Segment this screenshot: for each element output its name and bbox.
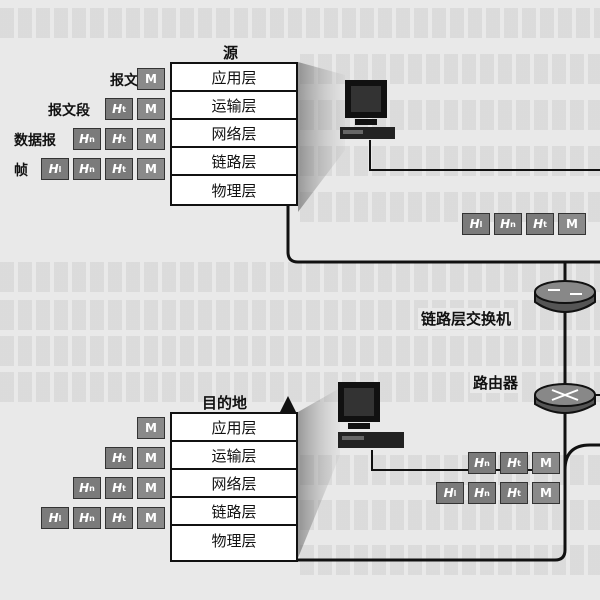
dest-layer-link: 链路层 [172,498,296,526]
src-dg-m: M [137,128,165,150]
source-computer-icon [340,80,395,139]
source-layer-physical: 物理层 [211,181,257,200]
packet-label-frame: 帧 [14,163,28,179]
switch-label: 链路层交换机 [418,308,515,329]
source-layer-link: 链路层 [172,148,296,176]
source-protocol-stack: 应用层 运输层 网络层 链路层 物理层 [170,62,298,206]
source-layer-application: 应用层 [172,64,296,92]
arrow-up-icon [280,396,296,412]
source-title: 源 [223,44,239,62]
dst-fr-m: M [137,507,165,529]
destination-title: 目的地 [202,394,248,412]
destination-return-line [297,443,600,562]
router-label: 路由器 [470,372,522,393]
dest-layer-transport: 运输层 [172,442,296,470]
src-seg-m: M [137,98,165,120]
dst-msg-m: M [137,417,165,439]
dst-dg-m: M [137,477,165,499]
dest-layer-application: 应用层 [172,414,296,442]
packet-label-message: 报文 [110,73,138,89]
src-fr-m: M [137,158,165,180]
dst-seg-m: M [137,447,165,469]
source-stack-projection [298,62,345,212]
source-layer-network: 网络层 [172,120,296,148]
destination-host-cable [371,450,560,471]
packet-label-datagram: 数据报 [14,133,56,149]
source-host-cable [369,140,600,171]
router-icon [534,383,596,414]
dest-layer-physical: 物理层 [211,531,257,550]
packet-label-segment: 报文段 [48,103,90,119]
link-layer-switch-icon [534,280,596,313]
wire-fr-m: M [558,213,586,235]
router-dg-m: M [532,452,560,474]
src-msg-m: M [137,68,165,90]
dest-layer-network: 网络层 [172,470,296,498]
destination-stack-projection [298,388,340,558]
router-fr-m: M [532,482,560,504]
destination-protocol-stack: 应用层 运输层 网络层 链路层 物理层 [170,412,298,562]
source-path-line [286,70,600,264]
source-layer-transport: 运输层 [172,92,296,120]
destination-computer-icon [338,382,404,448]
